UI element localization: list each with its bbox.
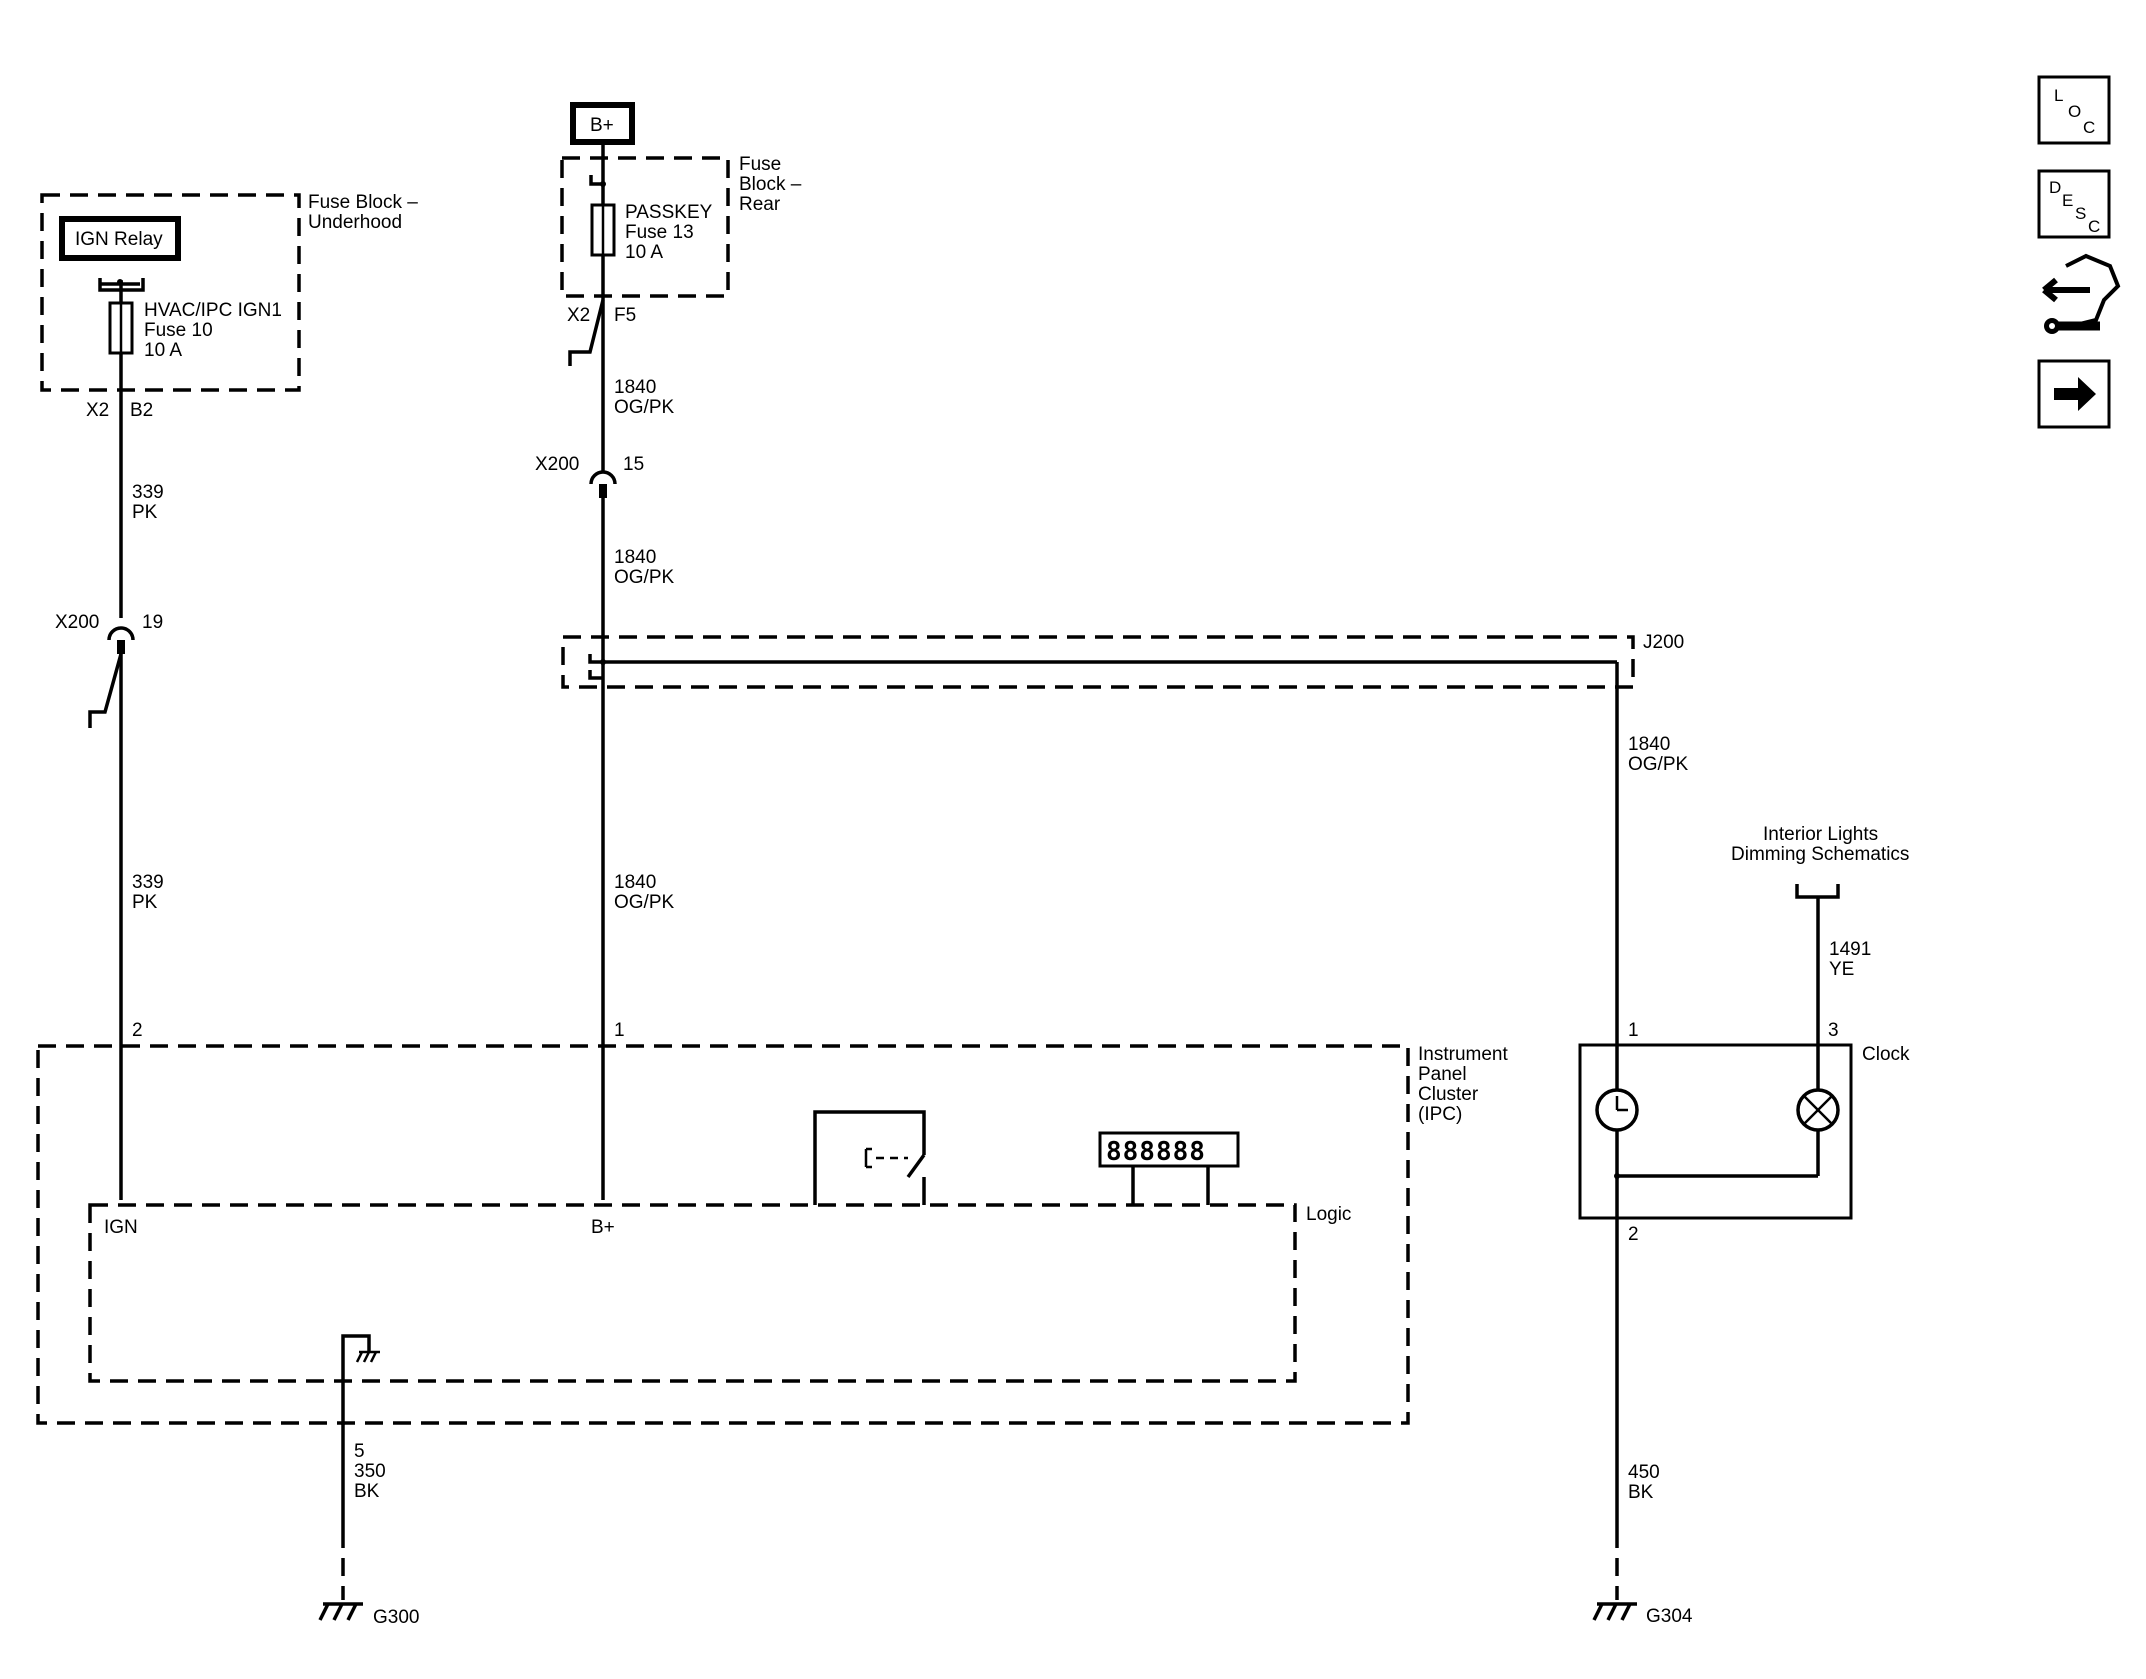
fuse-block-rear-title-3: Rear	[739, 194, 781, 215]
dimming-wire-circuit: 1491	[1829, 939, 1871, 960]
rear-connector-label: X2	[567, 305, 590, 326]
underhood-pin-label: B2	[130, 400, 153, 421]
splice-j200: J200 1840 OG/PK	[561, 632, 1689, 1045]
bplus-supply-label: B+	[590, 115, 614, 136]
splice-j200-label: J200	[1643, 632, 1684, 653]
clock-pin-3: 3	[1828, 1020, 1839, 1041]
ipc-bplus-input: B+	[591, 1217, 615, 1238]
desc-letter-d: D	[2049, 178, 2061, 197]
location-icon[interactable]: L O C	[2037, 75, 2111, 145]
rear-pin-label: F5	[614, 305, 636, 326]
fuse-block-rear-title-2: Block –	[739, 174, 802, 195]
ipc-ground-circuit: 5 350 BK G300	[318, 1423, 419, 1628]
clock-box	[1578, 1043, 1853, 1220]
wire-1840-3-circuit: 1840	[614, 872, 656, 893]
fuse-10-name: HVAC/IPC IGN1	[144, 300, 282, 321]
ipc-ground-wire-circuit: 350	[354, 1461, 386, 1482]
ipc-display-digits: 888888	[1106, 1137, 1206, 1167]
fuse-13-rating: 10 A	[625, 242, 663, 263]
wire-339-lower-color: PK	[132, 892, 158, 913]
dimming-reference: Interior Lights	[1763, 824, 1878, 845]
ground-g300-label: G300	[373, 1607, 419, 1628]
fuse-13-name: PASSKEY	[625, 202, 713, 223]
clock-ground-wire-circuit: 450	[1628, 1462, 1660, 1483]
loc-letter-o: O	[2068, 102, 2081, 121]
dimming-wire-color: YE	[1829, 959, 1854, 980]
lamp-icon	[1796, 1045, 1840, 1176]
ground-g300-icon	[318, 1602, 363, 1621]
fuse-block-rear: B+ Fuse Block – Rear PASSKEY Fuse 13 10 …	[560, 102, 802, 366]
dimming-reference-2: Dimming Schematics	[1731, 844, 1909, 865]
clock-pin-2: 2	[1628, 1224, 1639, 1245]
ipc-title-4: (IPC)	[1418, 1104, 1462, 1125]
splice-wire-circuit: 1840	[1628, 734, 1670, 755]
ipc-ground-pin-5: 5	[354, 1441, 365, 1462]
clock-ground-wire-color: BK	[1628, 1482, 1654, 1503]
fuse-10-number: Fuse 10	[144, 320, 213, 341]
wire-339-upper-circuit: 339	[132, 482, 164, 503]
splice-wire-color: OG/PK	[1628, 754, 1689, 775]
wire-339-upper-color: PK	[132, 502, 158, 523]
wire-1840-3-color: OG/PK	[614, 892, 675, 913]
wire-1840-1-color: OG/PK	[614, 397, 675, 418]
x200-pin-19: 19	[142, 612, 163, 633]
fuse-block-rear-title: Fuse	[739, 154, 781, 175]
ign-relay-box	[59, 216, 181, 261]
ground-g304-icon	[1592, 1602, 1637, 1621]
ground-g304-label: G304	[1646, 1606, 1693, 1627]
fuse-block-underhood: Fuse Block – Underhood IGN Relay HVAC/IP…	[40, 192, 418, 421]
clock-pin-1: 1	[1628, 1020, 1639, 1041]
next-page-icon[interactable]	[2037, 359, 2111, 429]
ipc-logic-label: Logic	[1306, 1204, 1351, 1225]
desc-letter-e: E	[2062, 191, 2073, 210]
bplus-supply-box	[570, 102, 635, 145]
wire-339-lower-circuit: 339	[132, 872, 164, 893]
underhood-connector-label: X2	[86, 400, 109, 421]
connector-tool-icon[interactable]	[2042, 253, 2121, 334]
instrument-panel-cluster: Instrument Panel Cluster (IPC) Logic IGN…	[36, 1044, 1508, 1425]
fuse-block-underhood-title: Fuse Block –	[308, 192, 418, 213]
ipc-digital-display	[1098, 1131, 1240, 1168]
ipc-title-3: Cluster	[1418, 1084, 1479, 1105]
x200-connector-label-left: X200	[55, 612, 99, 633]
description-icon[interactable]: D E S C	[2037, 169, 2111, 239]
wire-1840-2-circuit: 1840	[614, 547, 656, 568]
fuse-13-number: Fuse 13	[625, 222, 694, 243]
clock-label: Clock	[1862, 1044, 1910, 1065]
ipc-title-2: Panel	[1418, 1064, 1467, 1085]
fuse-block-underhood-title-2: Underhood	[308, 212, 402, 233]
loc-letter-l: L	[2054, 86, 2063, 105]
ipc-pin-1: 1	[614, 1020, 625, 1041]
desc-letter-c: C	[2088, 217, 2100, 236]
wire-1840-1-circuit: 1840	[614, 377, 656, 398]
loc-letter-c: C	[2083, 118, 2095, 137]
ipc-ign-input: IGN	[104, 1217, 138, 1238]
x200-connector-label-middle: X200	[535, 454, 579, 475]
clock-module: Interior Lights Dimming Schematics 1491 …	[1578, 824, 1910, 1627]
ign-relay-label: IGN Relay	[75, 229, 163, 250]
ipc-title: Instrument	[1418, 1044, 1508, 1065]
x200-pin-15: 15	[623, 454, 644, 475]
fuse-10-rating: 10 A	[144, 340, 182, 361]
circuit-1840: 1840 OG/PK X200 15 1840 OG/PK 1840 OG/PK…	[535, 298, 675, 1200]
wire-1840-2-color: OG/PK	[614, 567, 675, 588]
circuit-339: 339 PK X200 19 339 PK 2	[55, 280, 164, 1200]
desc-letter-s: S	[2075, 204, 2086, 223]
ipc-logic-box	[88, 1203, 1297, 1383]
ipc-ground-wire-color: BK	[354, 1481, 380, 1502]
navigation-icons: L O C D E S C	[2037, 75, 2121, 429]
ipc-pin-2: 2	[132, 1020, 143, 1041]
